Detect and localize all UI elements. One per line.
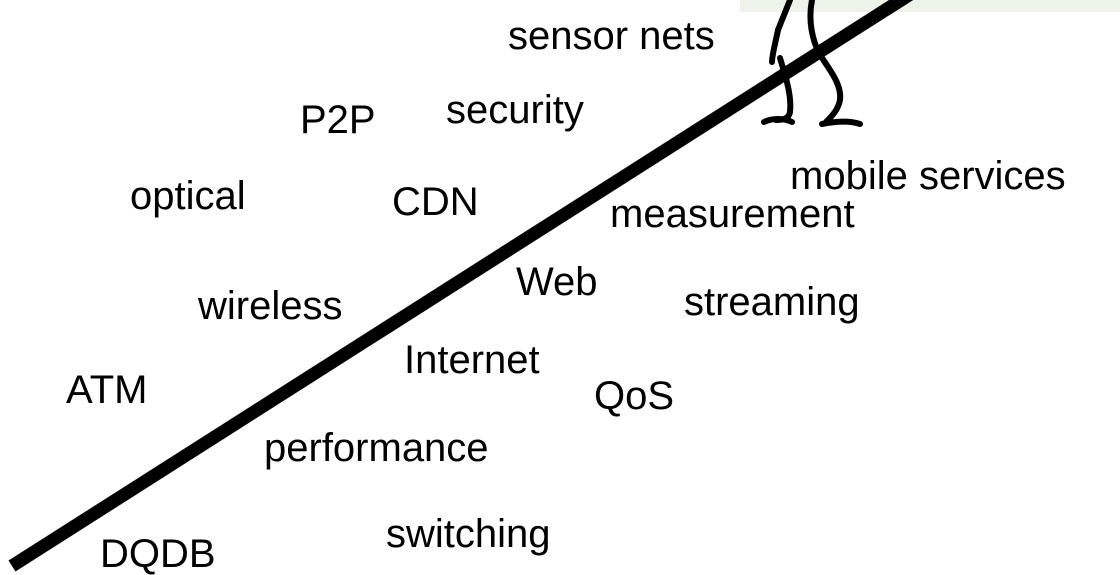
term-streaming: streaming xyxy=(684,280,860,324)
term-mobile-services: mobile services xyxy=(790,154,1066,198)
slope-line xyxy=(8,0,914,572)
term-measurement: measurement xyxy=(610,192,855,236)
term-cdn: CDN xyxy=(392,180,479,224)
term-switching: switching xyxy=(386,512,551,556)
term-sensor-nets: sensor nets xyxy=(508,14,715,58)
term-security: security xyxy=(446,88,584,132)
term-atm: ATM xyxy=(66,368,148,412)
term-internet: Internet xyxy=(404,338,540,382)
corner-panel xyxy=(740,0,1120,12)
term-web: Web xyxy=(516,260,598,304)
term-optical: optical xyxy=(130,174,246,218)
term-dqdb: DQDB xyxy=(100,532,216,575)
stick-figure-icon xyxy=(761,0,863,127)
term-qos: QoS xyxy=(594,374,675,418)
term-p2p: P2P xyxy=(300,98,376,142)
term-wireless: wireless xyxy=(198,284,343,328)
term-performance: performance xyxy=(264,426,489,470)
